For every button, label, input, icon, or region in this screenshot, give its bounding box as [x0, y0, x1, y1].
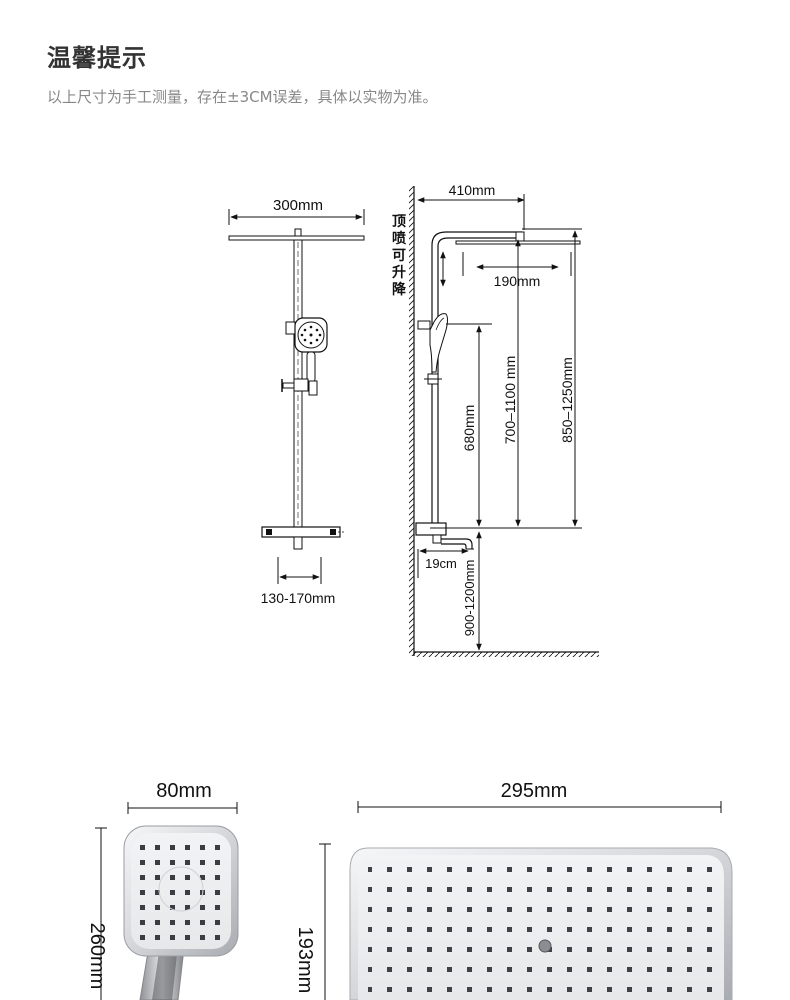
arm-length-label: 410mm: [449, 182, 496, 198]
head-width-label: 190mm: [494, 273, 541, 289]
hand-height-label: 260mm: [86, 923, 108, 990]
front-width-label: 300mm: [273, 197, 323, 214]
front-view: 300mm 130-170mm: [228, 197, 365, 606]
top-shower-detail: 295mm 193mm: [294, 780, 733, 1000]
top-height-label: 193mm: [294, 927, 316, 994]
measurement-note: 以上尺寸为手工测量，存在±3CM误差，具体以实物为准。: [47, 88, 438, 106]
page-title: 温馨提示: [47, 44, 147, 72]
floor-height-label: 900-1200mm: [462, 560, 477, 637]
arm-height-label: 700–1100 mm: [502, 356, 518, 444]
top-width-label: 295mm: [501, 780, 568, 802]
handshower-height-label: 680mm: [461, 405, 477, 452]
svg-text:顶: 顶: [392, 214, 406, 230]
svg-text:降: 降: [392, 281, 407, 298]
spout-length-label: 19cm: [425, 556, 457, 571]
front-bottom-label: 130-170mm: [261, 590, 336, 606]
svg-text:喷: 喷: [392, 230, 406, 247]
head-height-label: 850–1250mm: [559, 357, 575, 443]
lift-caption: 顶 喷 可 升 降: [392, 214, 407, 298]
side-view: 顶 喷 可 升 降 410mm 190mm: [392, 182, 599, 657]
svg-text:可: 可: [392, 248, 406, 264]
svg-text:升: 升: [392, 264, 406, 281]
hand-shower-detail: 80mm 260mm: [86, 780, 239, 1000]
hand-width-label: 80mm: [156, 780, 212, 802]
